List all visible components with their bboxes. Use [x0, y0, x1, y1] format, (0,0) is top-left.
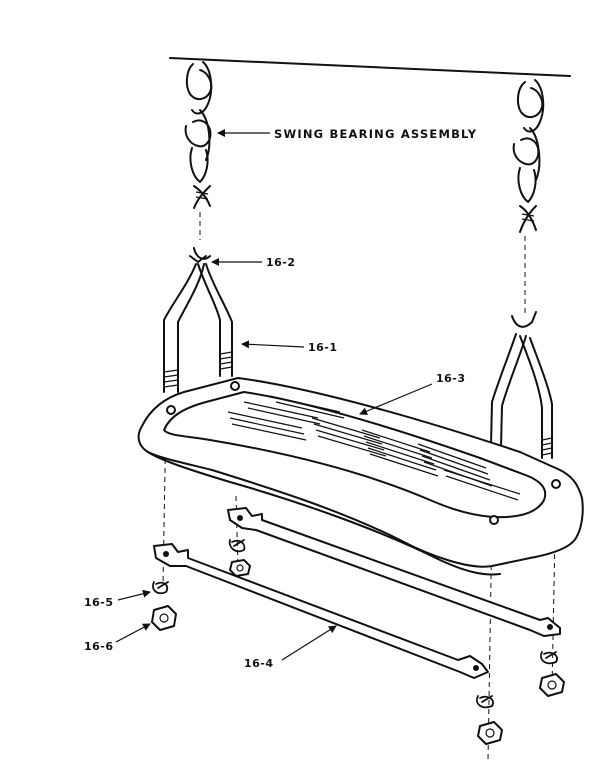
label-16-6: 16-6: [84, 640, 114, 653]
label-16-1: 16-1: [308, 341, 338, 354]
label-swing-bearing-assembly: SWING BEARING ASSEMBLY: [274, 127, 477, 141]
label-16-2: 16-2: [266, 256, 296, 269]
seat-bracket-front: [153, 543, 489, 679]
label-16-5: 16-5: [84, 596, 114, 609]
label-16-4: 16-4: [244, 657, 274, 670]
swing-bearing-assembly-right: [512, 79, 545, 233]
hex-nuts: [151, 559, 565, 745]
leader-arrows: [115, 129, 433, 661]
label-16-3: 16-3: [436, 372, 466, 385]
lock-washers: [152, 539, 558, 709]
swing-seat: [137, 377, 584, 576]
seat-slots: [227, 395, 521, 501]
top-beam-line: [169, 57, 571, 77]
seat-bracket-back: [227, 507, 561, 637]
swing-bearing-assembly-left: [184, 61, 213, 209]
hanger-left: [163, 247, 233, 393]
